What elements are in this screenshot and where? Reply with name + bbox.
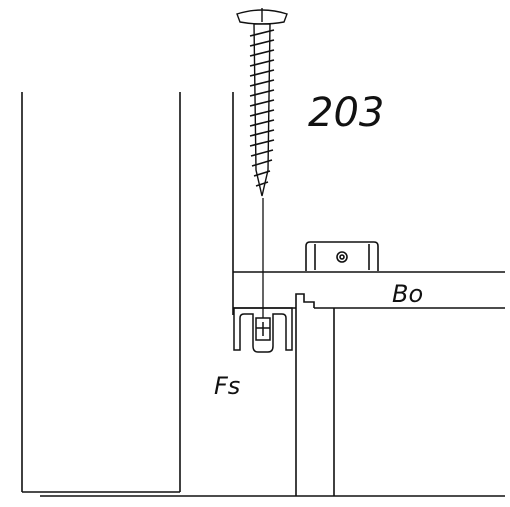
floor-line	[22, 491, 505, 497]
part-number-label: 203	[308, 90, 384, 136]
carcass-verticals	[295, 308, 335, 496]
fitting-profile	[233, 307, 293, 353]
screw-icon	[236, 8, 288, 197]
bracket-icon	[305, 241, 379, 271]
fastener-label: Fs	[214, 372, 240, 400]
left-panel	[21, 92, 181, 492]
board-label: Bo	[392, 280, 423, 308]
board	[233, 271, 505, 309]
